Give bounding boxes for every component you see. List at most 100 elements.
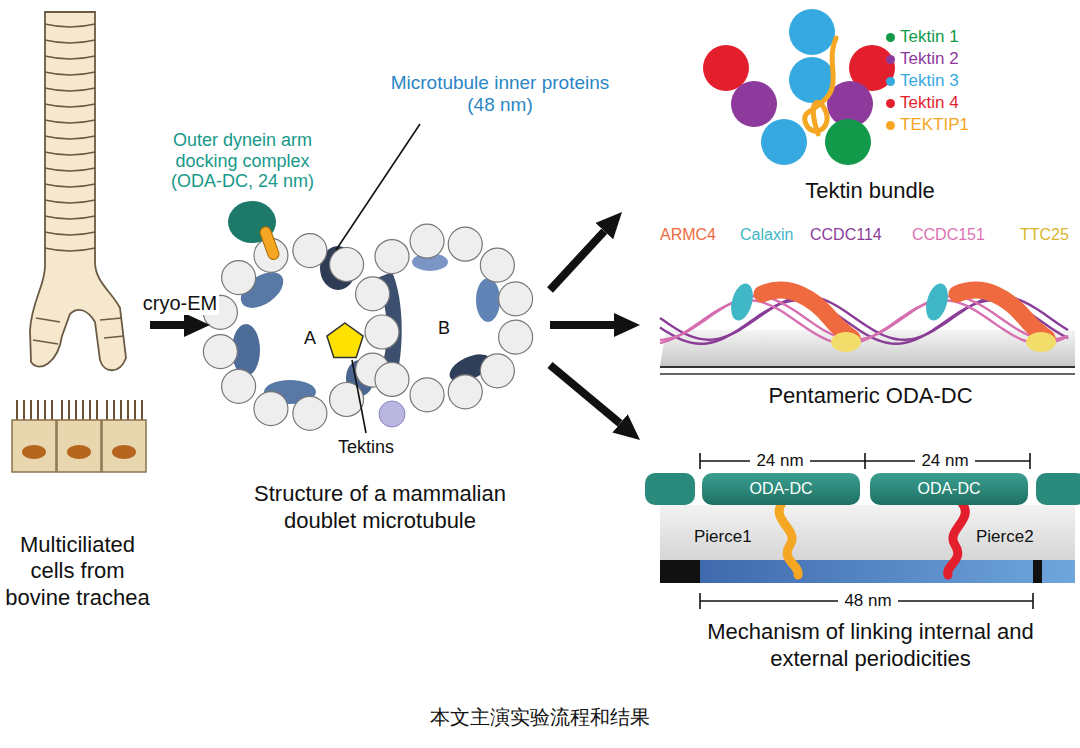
cartilage-ring [100,318,122,320]
cartilage-ring [45,104,95,107]
pierce-density [259,225,281,261]
cartilage-ring [45,184,95,187]
cilium [113,400,115,421]
box-label: ODA-DC [917,479,980,498]
oda-dc-drawing [660,281,1075,374]
legend-swatch [886,77,895,86]
tektin-bundle-drawing [703,9,895,165]
structure-label: A [304,328,316,349]
cilium [37,400,39,421]
ttc25-shape [1026,332,1056,352]
protofilament [480,354,514,388]
structure-label: Microtubule inner proteins (48 nm) [385,72,615,116]
tektin-circle [761,119,807,165]
legend-swatch [886,99,895,108]
nucleus [112,445,136,459]
tektin-circle [825,119,871,165]
leader-line [352,360,366,433]
legend-text: Tektin 4 [900,93,959,113]
protein-label: CCDC151 [912,226,985,244]
cilium [134,400,136,421]
calaxin-shape [922,281,951,323]
protein-label: Pierce2 [976,527,1034,547]
cartilage-ring [36,318,60,322]
cartilage-ring [45,248,95,251]
surface-line [660,373,1075,375]
protofilament [330,382,364,416]
figure-caption: 本文主演实验流程和结果 [0,704,1080,731]
protein-label: ARMC4 [660,226,716,244]
structure-label: Outer dynein arm docking complex (ODA-DC… [150,130,335,192]
mip-band [660,560,1075,583]
legend-text: Tektin 2 [900,49,959,69]
cilium [30,400,32,421]
armc4-shape [762,290,852,338]
protofilament [356,277,390,311]
panel-title: Pentameric ODA-DC [768,383,972,409]
cartilage-ring [45,168,95,171]
cilium [51,400,53,421]
tektin-circle [703,45,749,91]
dimension-label: 48 nm [833,591,903,611]
nucleus [22,445,46,459]
tektin-bundle-pentagon [327,323,363,357]
panel-title: Mechanism of linking internal and extern… [671,619,1071,672]
cartilage-ring [45,152,95,155]
cilium [127,400,129,421]
cartilage-ring [45,136,95,139]
protofilament [293,234,327,268]
ciliated-cells [12,400,146,472]
protofilament [222,261,256,295]
figure-panel: Pentameric ODA-DC [640,225,1075,415]
cartilage-ring [45,216,95,219]
legend-swatch [886,33,895,42]
cartilage-ring [33,340,58,344]
oda-dc-fragment [645,473,695,505]
epithelial-cell [57,420,101,472]
protofilament [448,227,482,261]
legend-entry: Tektin 2 [886,49,959,69]
cilium [68,400,70,421]
microtubule-wall [660,505,1075,560]
inner-junction-protein [379,401,405,427]
protofilament [254,392,288,426]
flow-arrow [150,321,184,329]
protofilament [375,240,409,274]
flow-arrow [550,321,614,329]
trachea-rings [33,24,124,344]
cartilage-ring [45,24,95,27]
cilium [61,400,63,421]
trachea-drawing [30,12,126,370]
cilium [82,400,84,421]
cilium [16,400,18,421]
mip-blob [476,278,500,322]
figure-panel: Multiciliated cells from bovine trachea [5,5,150,615]
protofilament [480,248,514,282]
epithelial-cell [12,420,56,472]
cilium [96,400,98,421]
legend-entry: Tektin 4 [886,93,959,113]
structure-label: Tektins [338,437,394,458]
legend-entry: TEKTIP1 [886,115,969,135]
protofilaments [203,224,532,430]
panel-title: Tektin bundle [805,178,935,204]
protofilament [375,362,409,396]
complex-box: ODA-DC [702,473,860,505]
box-label: ODA-DC [749,479,812,498]
surface-line [660,366,1075,368]
armc4-shape [957,290,1047,338]
figure-panel: Tektin bundle [612,0,1075,212]
protofilament [365,315,399,349]
protofilament [330,248,364,282]
cilium [23,400,25,421]
cartilage-ring [45,56,95,59]
protofilament [448,375,482,409]
cartilage-ring [45,200,95,203]
flow-arrow [550,365,620,423]
panel-title: Structure of a mammalian doublet microtu… [235,481,525,534]
calaxin-shape [727,281,756,323]
cilium [141,400,143,421]
cilium [89,400,91,421]
tektip1-strand [805,38,836,134]
